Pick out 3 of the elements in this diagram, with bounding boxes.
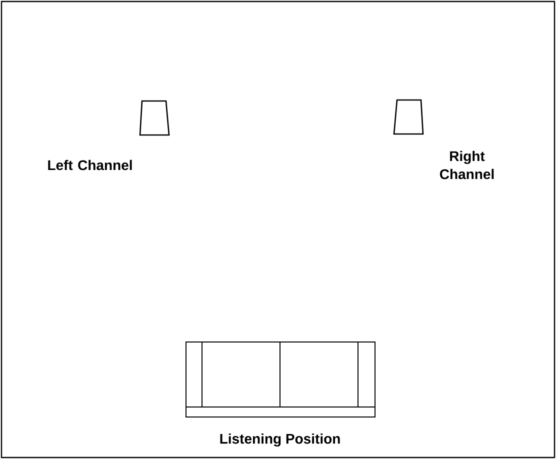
- position-label: Listening Position: [220, 433, 340, 447]
- channel-label: Right Channel: [440, 150, 494, 180]
- channel-label: Left Channel: [48, 160, 132, 170]
